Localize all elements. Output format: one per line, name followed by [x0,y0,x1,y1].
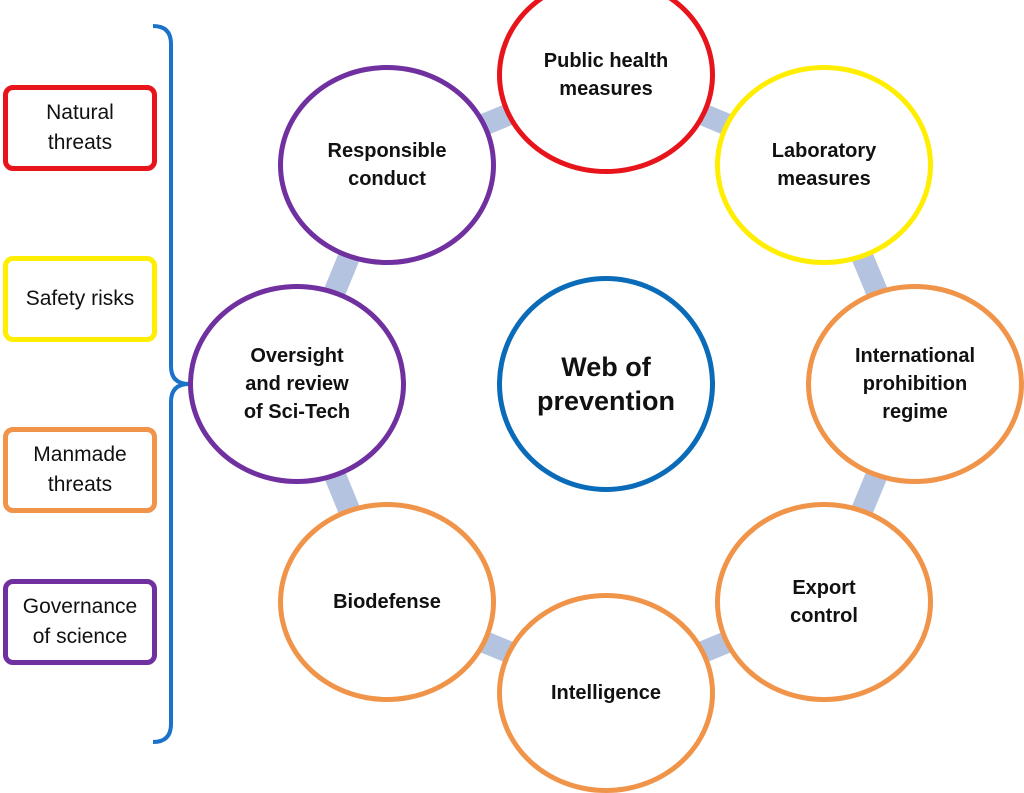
node-biodefense: Biodefense [278,502,496,702]
legend-label: Governance of science [22,595,138,648]
node-label: Export control [790,577,858,627]
node-intelligence: Intelligence [497,593,715,793]
grouping-bracket [152,24,190,744]
node-label: Public health measures [543,50,669,100]
node-oversight-and-review: Oversight and review of Sci-Tech [188,284,406,484]
legend-label: Manmade threats [33,443,127,496]
legend-natural-threats: Natural threats [3,85,157,171]
legend-label: Natural threats [46,101,114,154]
node-responsible-conduct: Responsible conduct [278,65,496,265]
node-laboratory-measures: Laboratory measures [715,65,933,265]
node-label: Biodefense [333,591,441,613]
node-label: Web of prevention [536,352,676,416]
node-label: Intelligence [550,682,662,704]
legend-governance-of-science: Governance of science [3,579,157,665]
legend-manmade-threats: Manmade threats [3,427,157,513]
node-label: International prohibition regime [854,345,975,423]
node-label: Oversight and review of Sci-Tech [243,345,351,423]
center-node-web-of-prevention: Web of prevention [497,276,715,492]
legend-safety-risks: Safety risks [3,256,157,342]
node-international-prohibition-regime: International prohibition regime [806,284,1024,484]
node-label: Responsible conduct [327,140,447,190]
node-public-health-measures: Public health measures [497,0,715,174]
node-label: Laboratory measures [771,140,877,190]
legend-label: Safety risks [25,287,135,310]
node-export-control: Export control [715,502,933,702]
